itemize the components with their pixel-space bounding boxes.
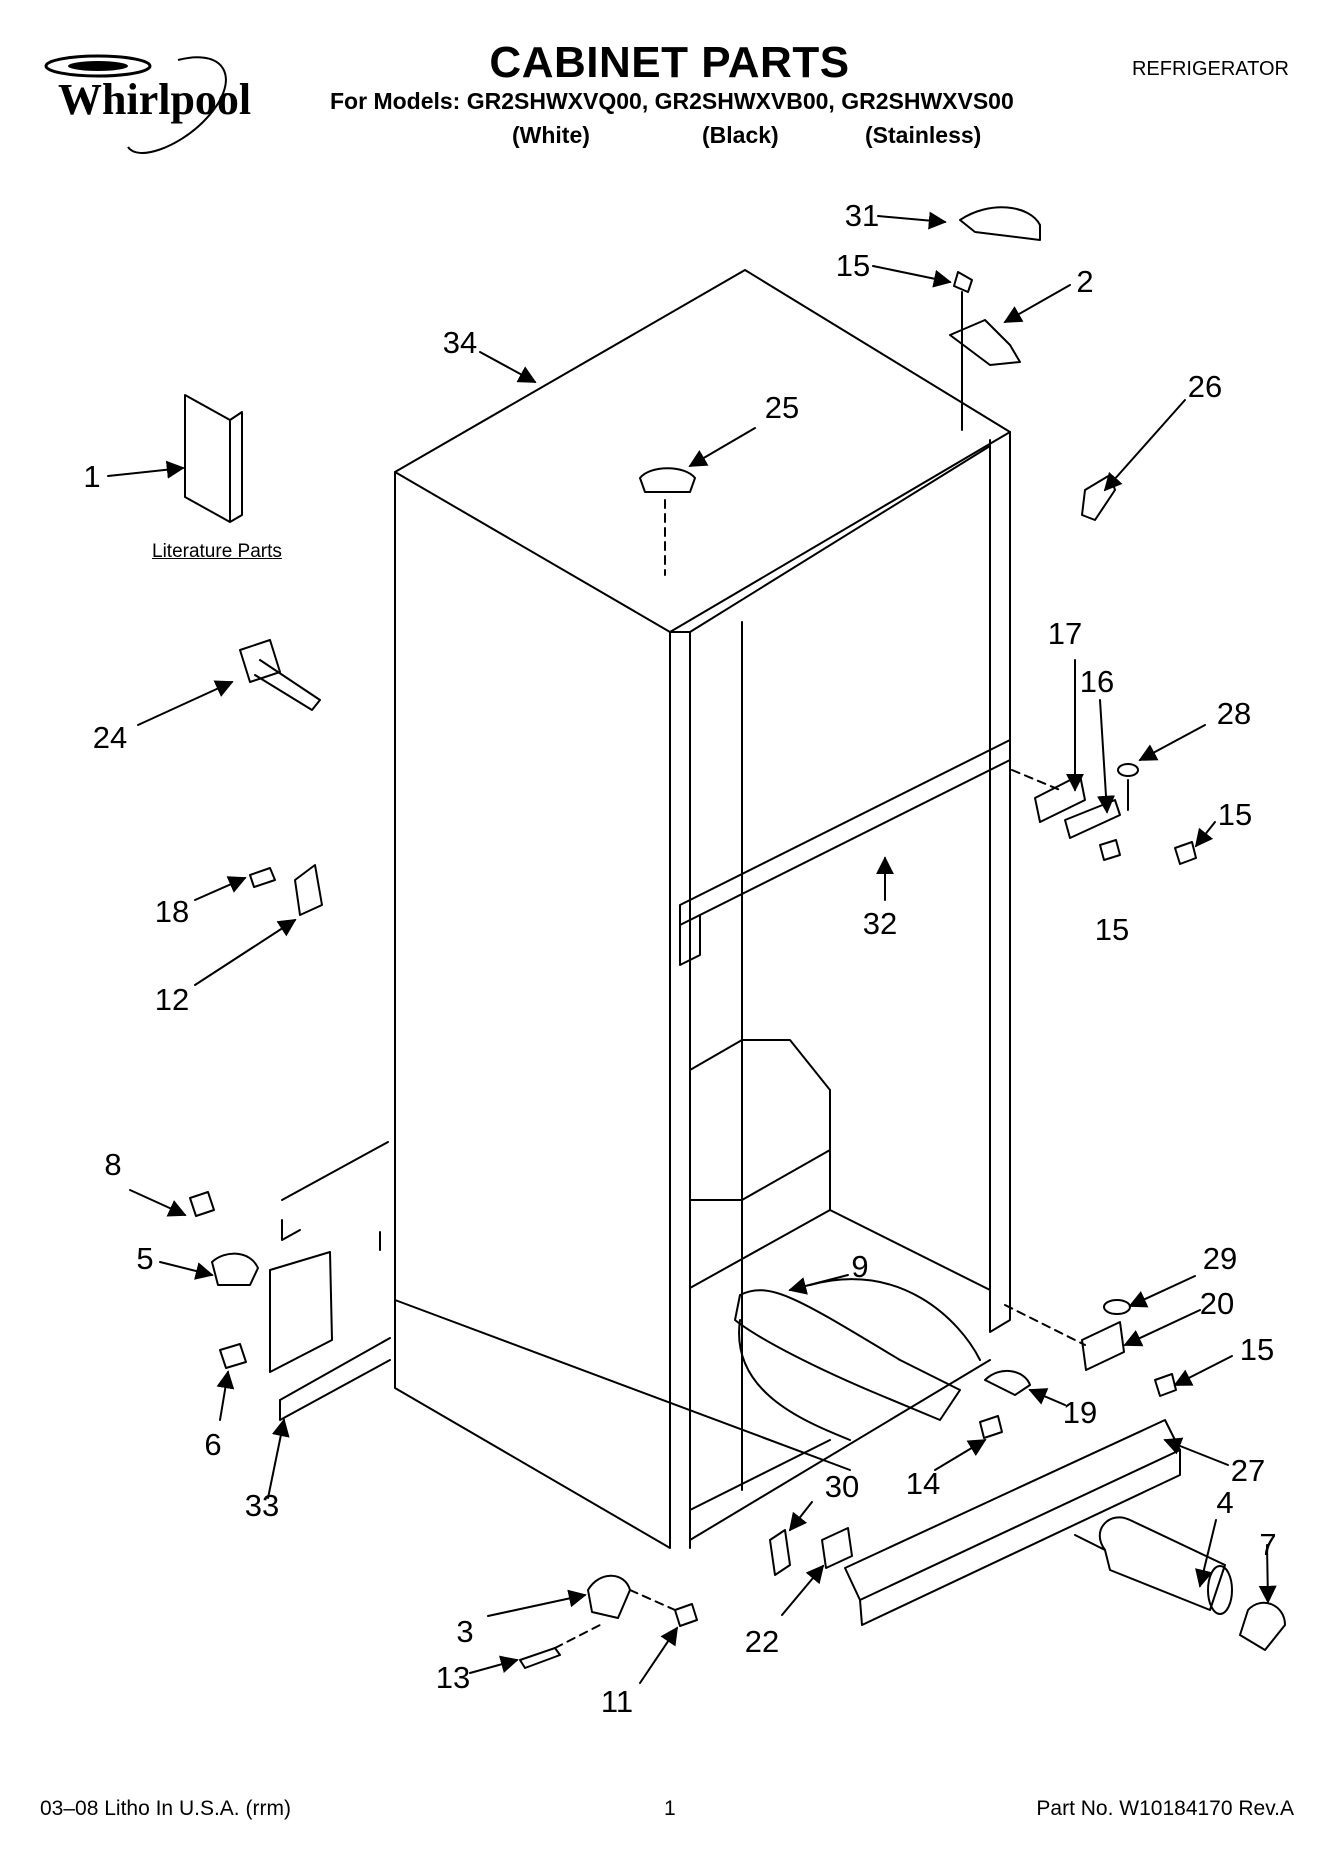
variant-white: (White): [512, 122, 590, 148]
callout-15b: 15: [1217, 797, 1253, 832]
callout-27: 27: [1230, 1453, 1266, 1488]
category-label: REFRIGERATOR: [1131, 58, 1289, 80]
callout-3: 3: [456, 1614, 474, 1649]
callout-1: 1: [83, 459, 101, 494]
callout-8: 8: [104, 1147, 122, 1182]
brand-wordmark: Whirlpool: [58, 75, 252, 124]
callout-19: 19: [1062, 1395, 1098, 1430]
crossbar: [679, 739, 1011, 926]
callout-18: 18: [154, 894, 190, 929]
callout-11: 11: [600, 1684, 634, 1719]
callout-30: 30: [824, 1469, 860, 1504]
callout-13: 13: [435, 1660, 471, 1695]
leader-lines: [107, 211, 1277, 1684]
footer-part-number: Part No. W10184170 Rev.A: [1036, 1797, 1294, 1820]
literature-booklet: [184, 394, 243, 523]
callout-20: 20: [1199, 1286, 1235, 1321]
variant-black: (Black): [702, 122, 779, 148]
page-title: CABINET PARTS: [489, 38, 850, 87]
callout-16: 16: [1079, 664, 1115, 699]
callout-15c: 15: [1094, 912, 1130, 947]
callout-5: 5: [136, 1241, 154, 1276]
callout-33: 33: [244, 1488, 280, 1523]
callout-15d: 15: [1239, 1332, 1275, 1367]
callout-34: 34: [442, 325, 478, 360]
callout-31: 31: [844, 198, 880, 233]
literature-parts-label: Literature Parts: [152, 541, 282, 562]
footer-litho: 03–08 Litho In U.S.A. (rrm): [40, 1797, 291, 1820]
callout-24: 24: [92, 720, 128, 755]
cabinet-body: [379, 269, 1011, 1549]
callout-29: 29: [1202, 1241, 1238, 1276]
callout-12: 12: [154, 982, 190, 1017]
callout-26: 26: [1187, 369, 1223, 404]
callout-7: 7: [1259, 1527, 1277, 1562]
brand-logo: Whirlpool: [28, 52, 268, 162]
callout-4: 4: [1216, 1485, 1234, 1520]
callout-2: 2: [1076, 264, 1094, 299]
callout-22: 22: [744, 1624, 780, 1659]
callout-28: 28: [1216, 696, 1252, 731]
variant-stainless: (Stainless): [865, 122, 982, 148]
models-line: For Models: GR2SHWXVQ00, GR2SHWXVB00, GR…: [330, 88, 1014, 114]
callout-9: 9: [851, 1249, 869, 1284]
footer-page-number: 1: [664, 1797, 676, 1820]
callout-32: 32: [862, 906, 898, 941]
callout-6: 6: [204, 1427, 222, 1462]
callout-25: 25: [764, 390, 800, 425]
callout-15: 15: [835, 248, 871, 283]
callout-17: 17: [1047, 616, 1083, 651]
callout-14: 14: [905, 1466, 941, 1501]
